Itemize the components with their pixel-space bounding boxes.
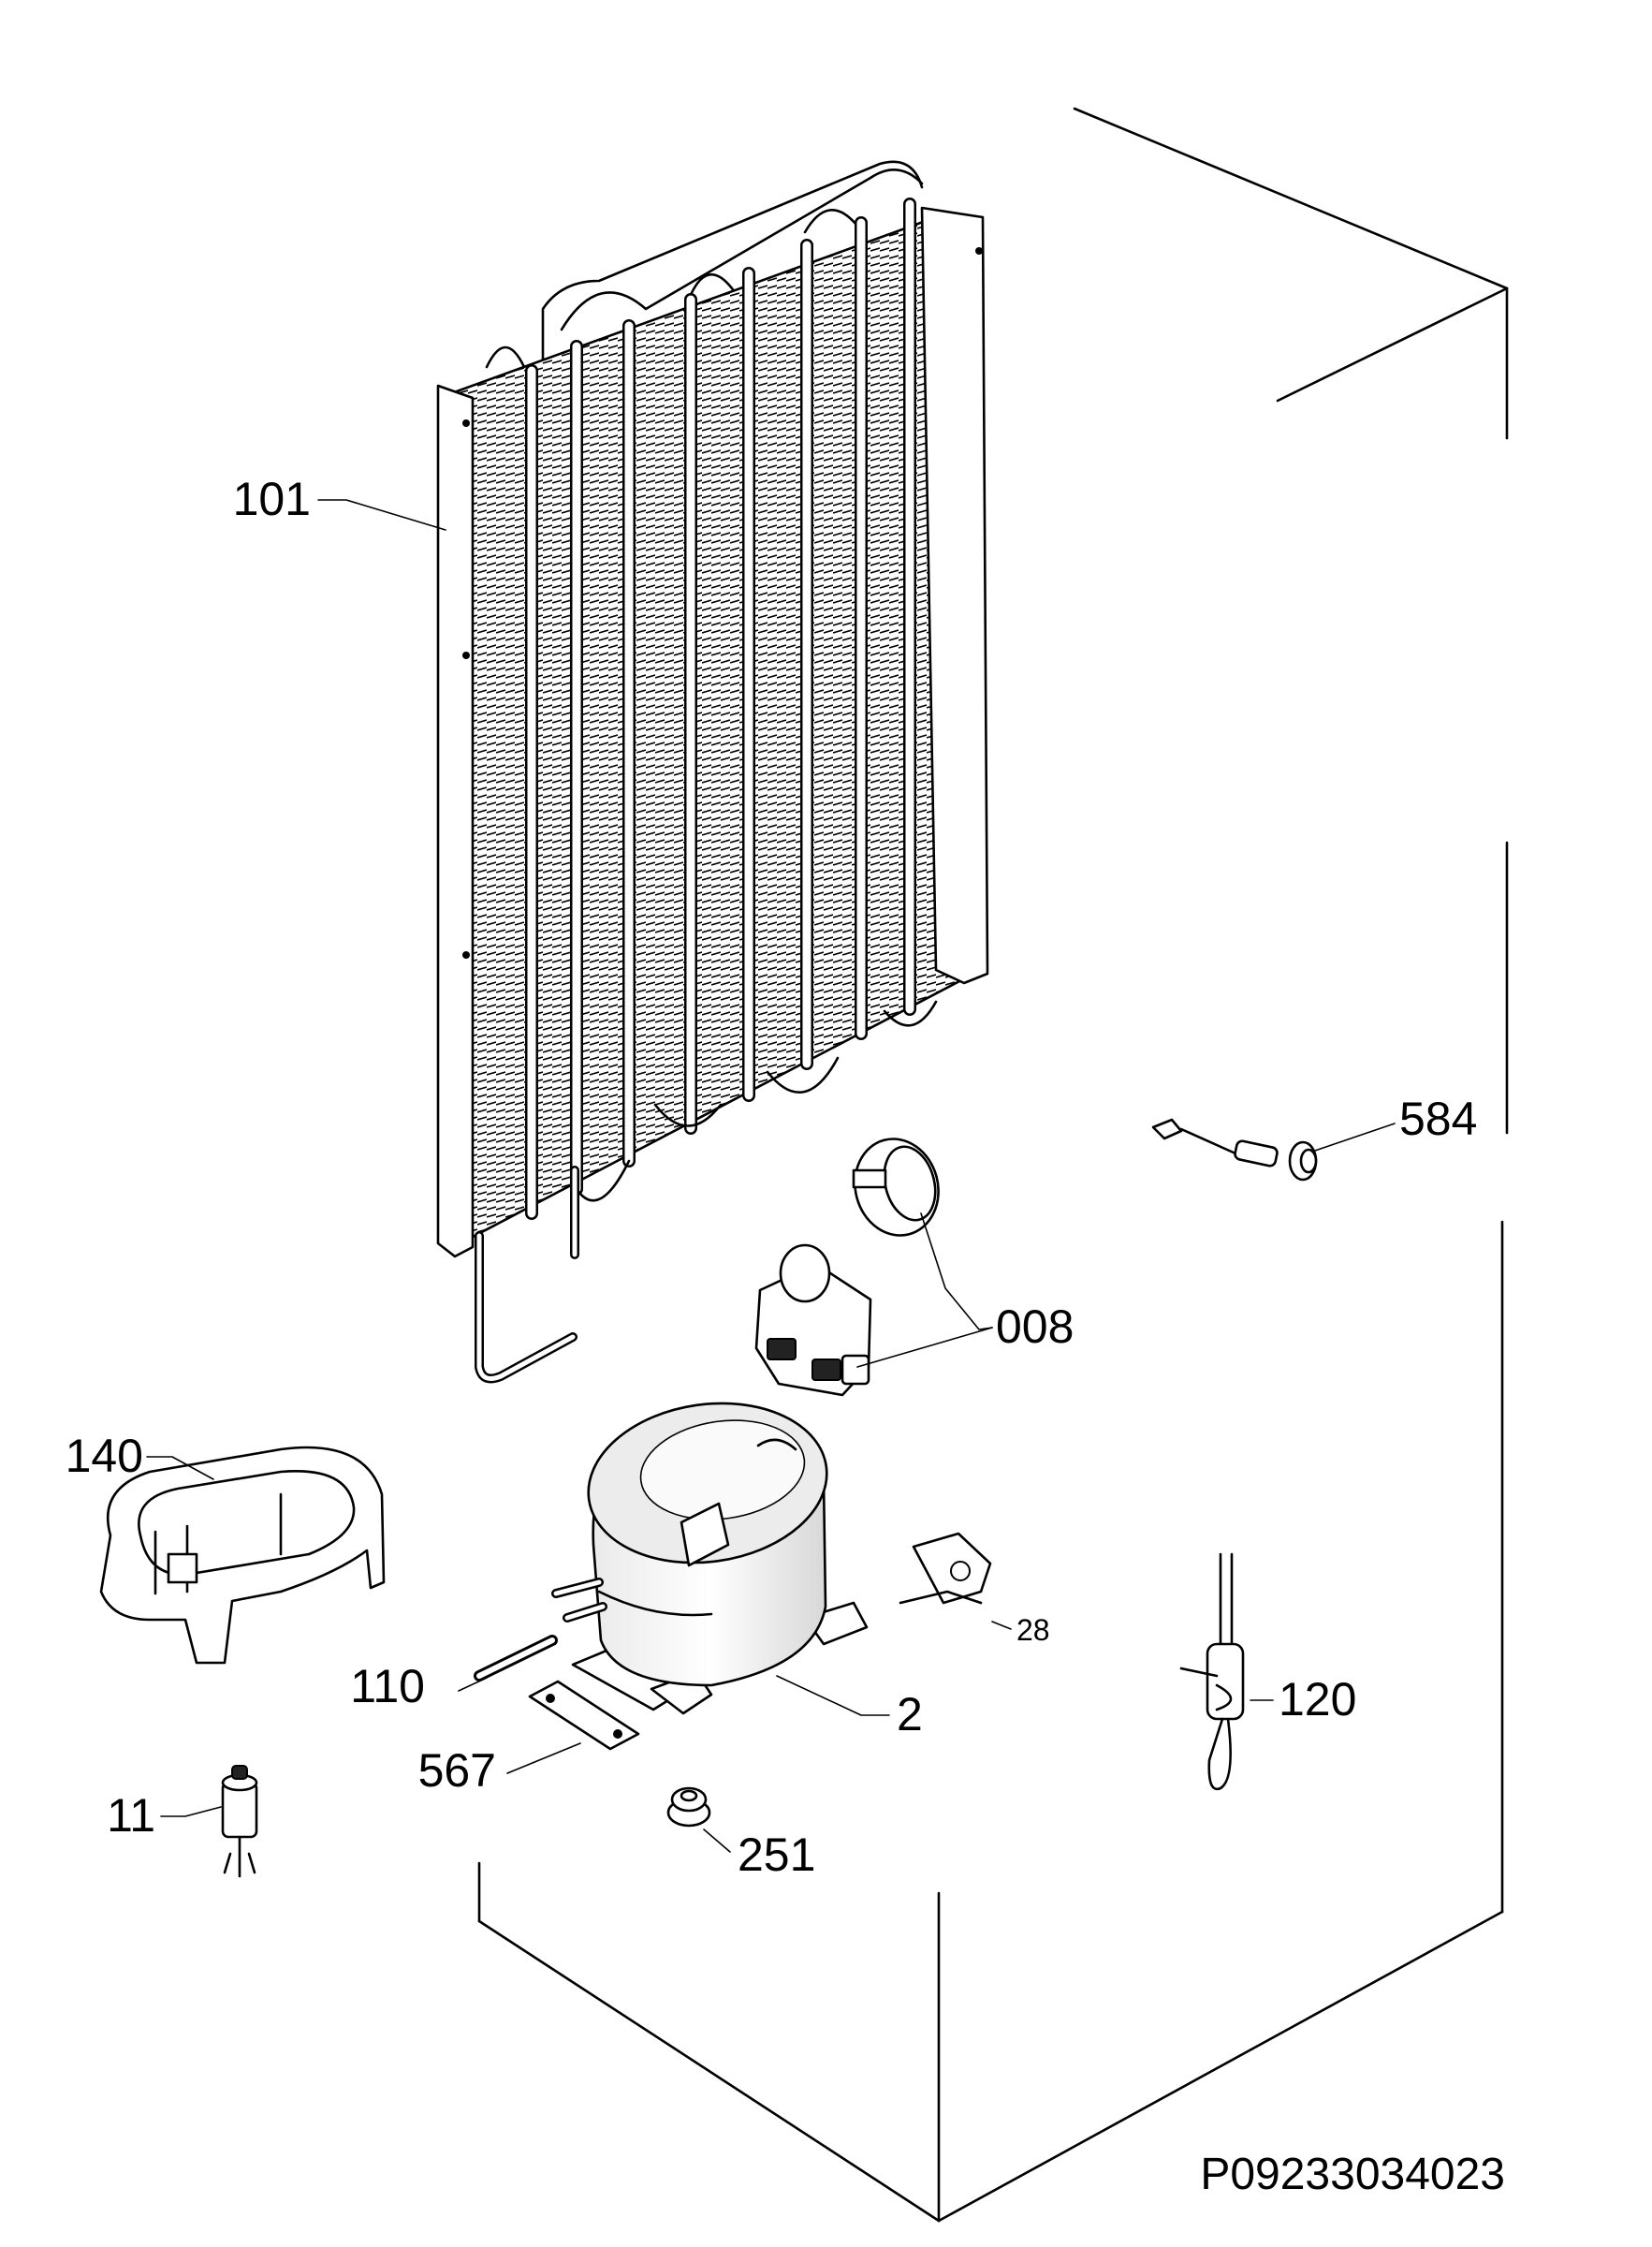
label-110: 110 — [350, 1660, 425, 1712]
heater-cable-120 — [1179, 1552, 1245, 1791]
label-251: 251 — [738, 1828, 815, 1881]
label-140: 140 — [66, 1430, 143, 1482]
relay-overload-008 — [754, 1138, 940, 1397]
component-11 — [221, 1765, 258, 1878]
label-584: 584 — [1399, 1093, 1477, 1145]
bracket-clip-28 — [899, 1532, 992, 1605]
label-2: 2 — [897, 1688, 923, 1740]
drip-tray-140 — [99, 1446, 386, 1665]
compressor-2 — [551, 1402, 869, 1715]
label-11: 11 — [107, 1789, 155, 1842]
drawing-code: P09233034023 — [1200, 2150, 1505, 2199]
mounting-plate-567 — [528, 1680, 640, 1751]
leader-lines — [146, 499, 1396, 1853]
tube-piece-110 — [474, 1635, 558, 1682]
sensor-cable-584 — [1151, 1118, 1318, 1182]
label-120: 120 — [1279, 1673, 1356, 1726]
grommet-251 — [666, 1786, 711, 1828]
part-labels: 101 584 008 140 28 110 2 120 567 11 251 — [66, 473, 1478, 1881]
label-008: 008 — [996, 1300, 1074, 1353]
condenser-101 — [436, 160, 989, 1384]
label-101: 101 — [233, 473, 311, 525]
condenser-tubes — [525, 198, 916, 1220]
label-567: 567 — [418, 1744, 496, 1797]
cabinet-outline — [477, 107, 1509, 2223]
label-28: 28 — [1016, 1613, 1050, 1647]
